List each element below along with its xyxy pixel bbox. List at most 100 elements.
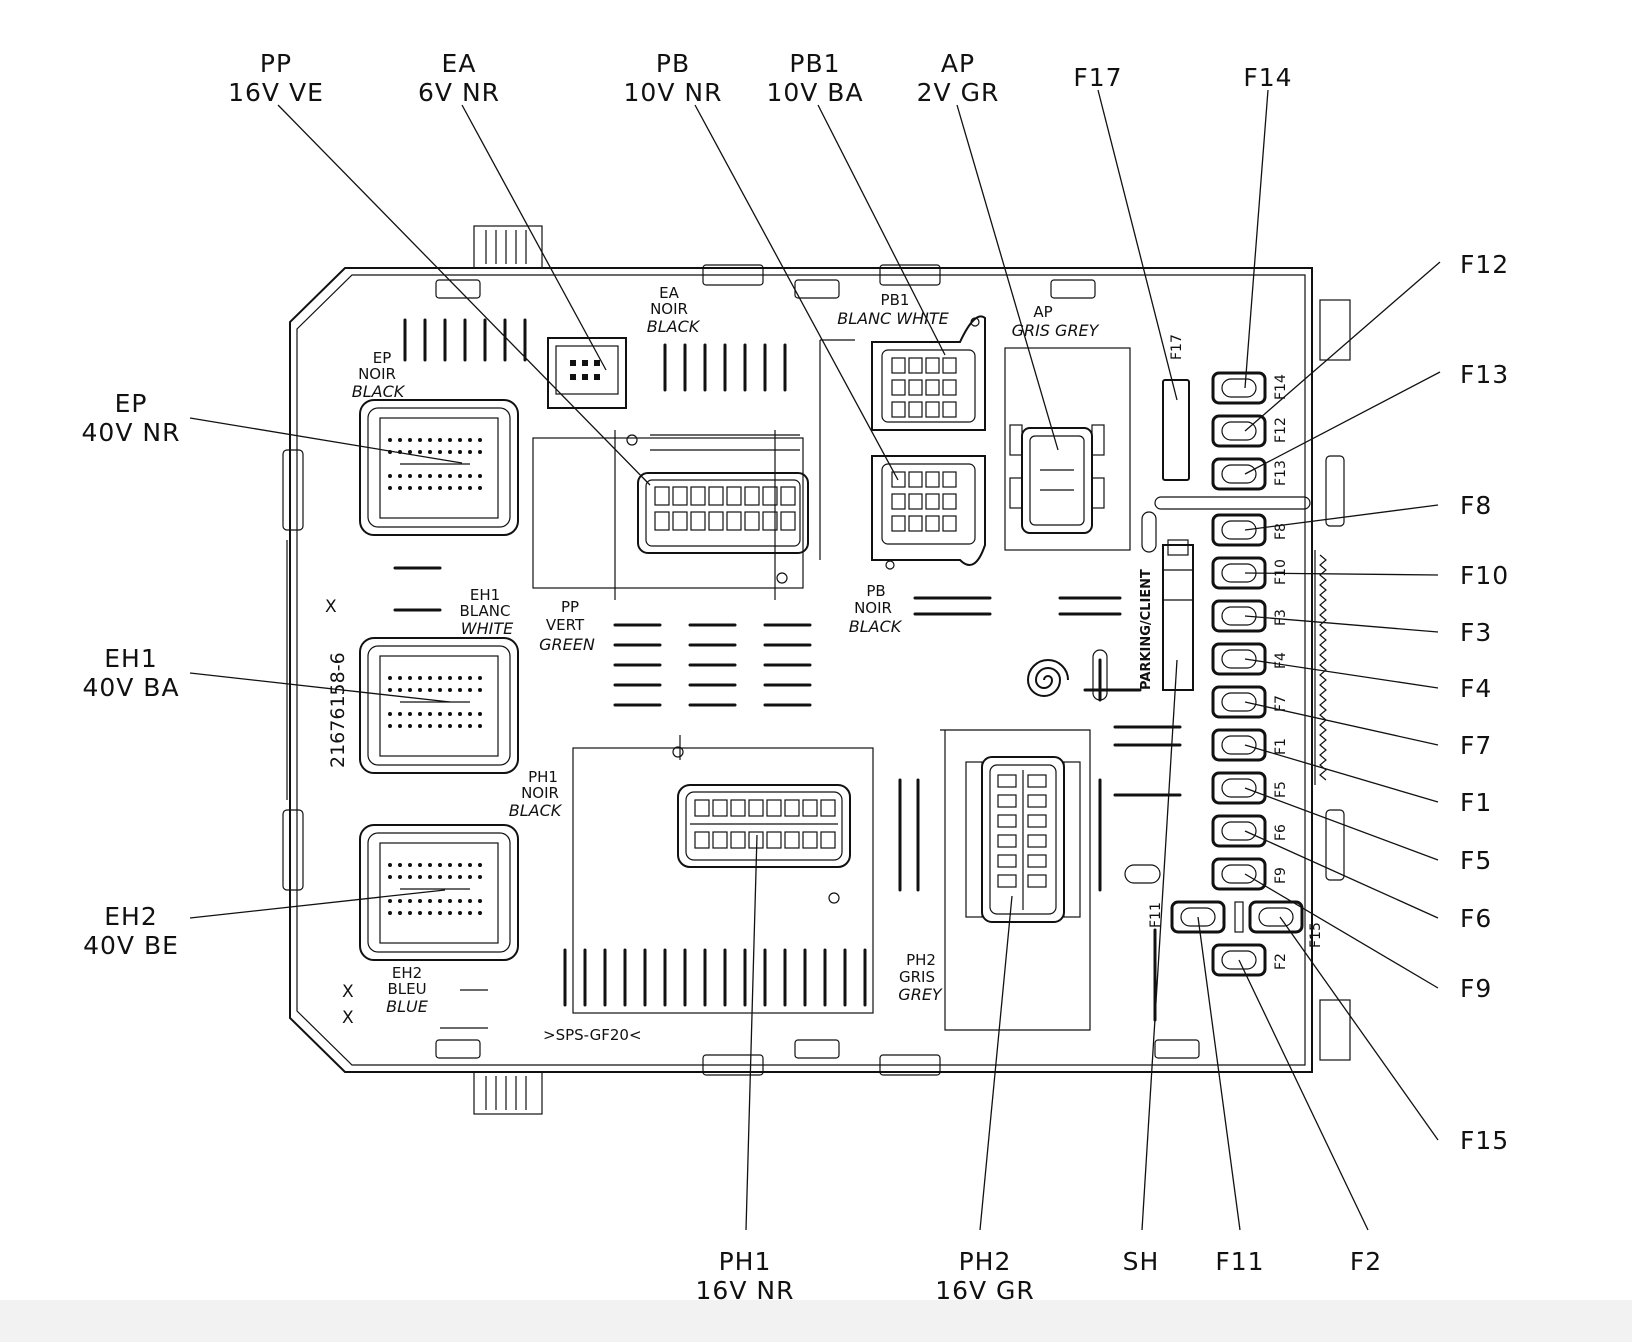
fuse-f8 [1211,513,1267,547]
callout-ap-code: AP [941,49,975,78]
inner-label-pb-en: BLACK [849,617,903,636]
callout-ea-spec: 6V NR [418,78,500,107]
fuse-f2 [1211,943,1267,977]
callout-labels: PP 16V VE EA 6V NR PB 10V NR PB1 10V BA … [82,49,1509,1305]
inner-label-ea-code: EA [659,284,679,302]
inner-label-ph1-fr: NOIR [521,784,559,802]
leader-lines [189,89,1441,1231]
fuse-f3 [1211,599,1267,633]
x-mark: X [325,597,337,617]
inner-label-pp-en: GREEN [539,635,595,654]
connector-ea [547,337,627,409]
inner-label-pb-fr: NOIR [854,599,892,617]
callout-pb1-code: PB1 [789,49,840,78]
inner-label-ea-en: BLACK [647,317,701,336]
fuse-column [1170,371,1304,977]
x-mark: X [342,982,354,1002]
callout-f17: F17 [1073,63,1122,92]
callout-f1: F1 [1460,788,1492,817]
bottom-gray-strip [0,1300,1632,1342]
callout-f5: F5 [1460,846,1492,875]
fuse-side-label: F8 [1273,523,1289,540]
callout-ea-code: EA [442,49,477,78]
connector-pb1 [871,315,986,431]
inner-label-eh1-fr: BLANC [460,602,511,620]
housing-outline [282,225,1351,1115]
inner-label-ph2-fr: GRIS [899,968,935,986]
callout-ph2-code: PH2 [959,1247,1012,1276]
fuse-side-label: F3 [1273,609,1289,626]
callout-pp-code: PP [260,49,292,78]
callout-f3: F3 [1460,618,1492,647]
fuse-side-label: F7 [1273,695,1289,712]
fuse-side-label: F15 [1308,922,1324,948]
inner-label-ph1-en: BLACK [509,801,563,820]
connector-ph2 [965,756,1081,923]
inner-label-pb-code: PB [866,582,885,600]
fuse-f9 [1211,857,1267,891]
inner-label-ep-en: BLACK [352,382,406,401]
inner-label-eh1-en: WHITE [461,619,514,638]
fuse-f13 [1211,457,1267,491]
callout-eh2-code: EH2 [104,902,158,931]
callout-f13: F13 [1460,360,1509,389]
moulded-markings: 21676158-6 >SPS-GF20< PARKING/CLIENT X X… [325,569,1154,1044]
fuse-side-labels: F17 F14 F12 F13 F8 F10 F3 F4 F7 F1 F5 F6… [1148,334,1324,970]
mold-mark: >SPS-GF20< [543,1026,642,1044]
callout-f7: F7 [1460,731,1492,760]
fuse-f5 [1211,771,1267,805]
callout-f8: F8 [1460,491,1492,520]
callout-pb1-spec: 10V BA [766,78,863,107]
spiral-mark [1026,659,1069,697]
callout-ph1-code: PH1 [719,1247,772,1276]
fuse-side-label: F10 [1273,559,1289,585]
fuse-f7 [1211,685,1267,719]
callout-ep-code: EP [115,389,148,418]
fuse-side-label: F6 [1273,824,1289,841]
connector-ep [359,399,519,536]
connector-eh2 [359,824,519,961]
inner-label-ph1-code: PH1 [528,768,558,786]
fuse-side-label: F9 [1273,867,1289,884]
connector-pb [819,339,986,570]
callout-f4: F4 [1460,674,1492,703]
fuse-f12 [1211,414,1267,448]
callout-f11: F11 [1215,1247,1264,1276]
inner-label-pb1-code: PB1 [881,291,910,309]
inner-label-ap-color: GRIS GREY [1012,321,1100,340]
fuse-f14 [1211,371,1267,405]
connector-ap [1009,424,1105,534]
fuse-f4 [1211,642,1267,676]
callout-eh2-spec: 40V BE [83,931,179,960]
part-number: 21676158-6 [327,652,349,768]
inner-label-pp-code: PP [561,598,579,616]
inner-label-ph2-en: GREY [898,985,943,1004]
fuse-f6 [1211,814,1267,848]
inner-label-ep-code: EP [373,349,392,367]
callout-f10: F10 [1460,561,1509,590]
callout-pb-code: PB [656,49,690,78]
inner-label-eh1-code: EH1 [470,586,500,604]
fuse-side-label: F17 [1169,334,1185,360]
connector-ph1 [672,746,851,904]
inner-labels: EA NOIR BLACK PB1 BLANC WHITE AP GRIS GR… [352,284,1100,1016]
relay-f17 [1141,379,1311,553]
callout-eh1-code: EH1 [104,644,158,673]
x-mark: X [342,1008,354,1028]
callout-ap-spec: 2V GR [917,78,1000,107]
connector-pp [626,434,809,584]
inner-label-eh2-fr: BLEU [387,980,426,998]
inner-label-ap-code: AP [1033,303,1052,321]
parking-client-switch [1162,539,1194,691]
inner-label-ph2-code: PH2 [906,951,936,969]
inner-label-eh2-en: BLUE [386,997,429,1016]
callout-f15: F15 [1460,1126,1509,1155]
rib-slots [393,318,1182,1022]
callout-f9: F9 [1460,974,1492,1003]
callout-pp-spec: 16V VE [228,78,324,107]
inner-label-eh2-code: EH2 [392,964,422,982]
fuse-f11 [1170,900,1226,934]
callout-pb-spec: 10V NR [624,78,723,107]
callout-f2: F2 [1350,1247,1382,1276]
